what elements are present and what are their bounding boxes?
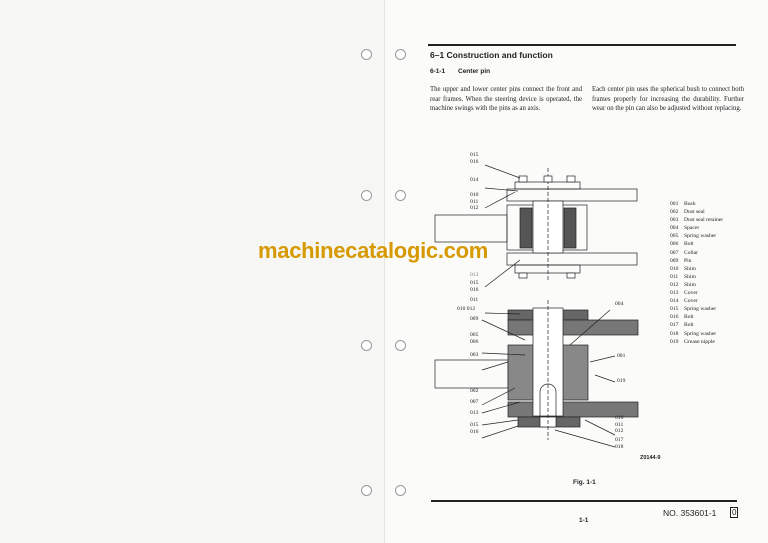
binder-hole <box>361 49 372 60</box>
binder-hole <box>361 190 372 201</box>
figure-caption: Fig. 1-1 <box>573 479 596 486</box>
binder-hole <box>361 340 372 351</box>
callout-label: 009 <box>470 316 479 322</box>
binder-hole <box>395 49 406 60</box>
left-page <box>0 0 384 543</box>
callout-label: 014 <box>470 177 479 183</box>
paragraph-left: The upper and lower center pins connect … <box>430 86 582 112</box>
callout-label: 013 <box>470 410 479 416</box>
callout-label: 003 <box>470 352 479 358</box>
binder-hole <box>395 190 406 201</box>
center-pin-drawing <box>434 164 639 448</box>
drawing-code: Z0144-9 <box>640 455 661 461</box>
bottom-rule <box>431 500 737 502</box>
callout-label: 011 <box>470 297 479 303</box>
watermark: machinecatalogic.com <box>258 238 488 263</box>
subsection-number: 6-1-1 <box>430 68 446 75</box>
revision-box: 0 <box>730 507 739 518</box>
top-rule <box>428 44 736 46</box>
callout-label: 002 <box>470 388 479 394</box>
binder-hole <box>395 340 406 351</box>
callout-label: 010 012 <box>457 306 476 312</box>
right-page <box>384 0 768 543</box>
callout-label: 004 <box>615 301 624 307</box>
callout-label: 007 <box>470 399 479 405</box>
callout-label: 013 <box>470 272 479 278</box>
page-number: 1-1 <box>579 517 589 524</box>
subsection-title: Center pin <box>458 68 491 75</box>
section-title: 6–1 Construction and function <box>430 50 553 60</box>
paragraph-right: Each center pin uses the spherical bush … <box>592 86 744 112</box>
binder-hole <box>361 485 372 496</box>
callout-label: 019 <box>617 378 626 384</box>
callout-label: 001 <box>617 353 626 359</box>
document-number: NO. 353601-1 <box>663 508 717 518</box>
binder-hole <box>395 485 406 496</box>
